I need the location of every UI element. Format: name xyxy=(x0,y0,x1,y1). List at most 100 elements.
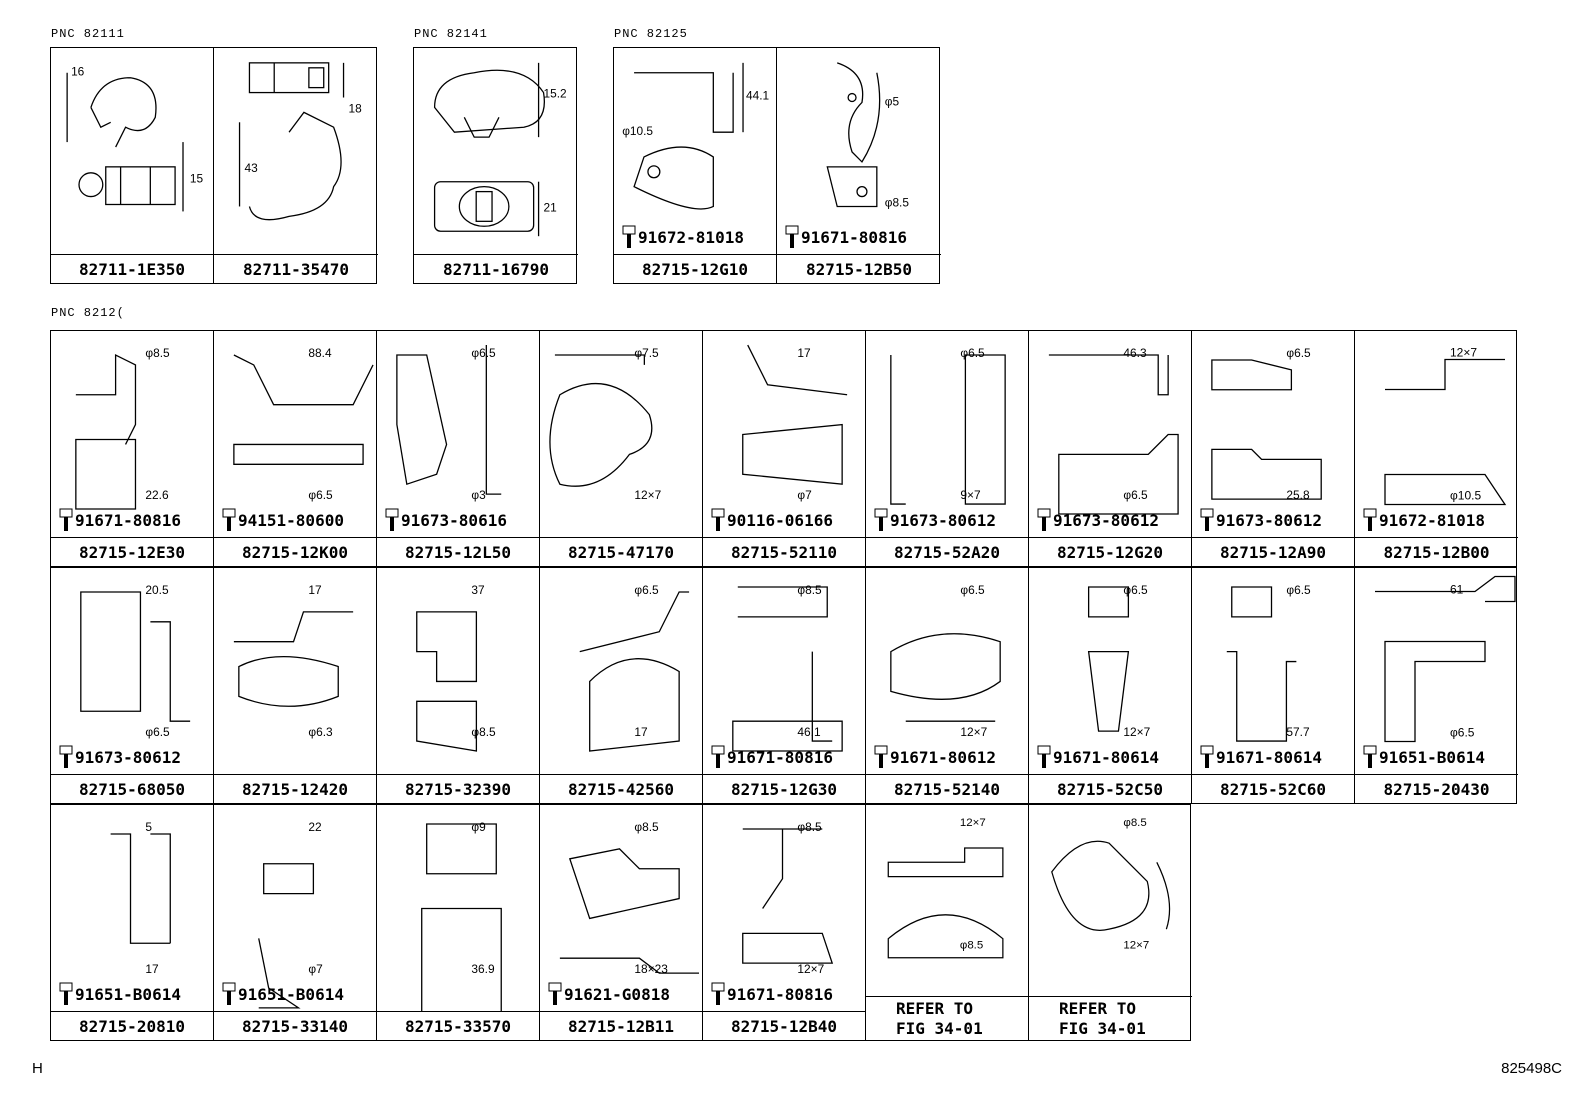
dim-label: 88.4 xyxy=(308,346,332,360)
dim-label: φ6.5 xyxy=(471,346,496,360)
part-number: 82715-12G20 xyxy=(1029,537,1191,566)
bolt-callout: 91673-80612 xyxy=(1037,508,1159,532)
part-number: 82715-52A20 xyxy=(866,537,1028,566)
bolt-callout: 91672-81018 xyxy=(1363,508,1485,532)
part-cell[interactable]: φ5 φ8.5 91671-80816 82715-12B50 xyxy=(777,48,941,283)
bolt-number: 91673-80616 xyxy=(401,510,507,530)
dim-label: 61 xyxy=(1450,583,1464,597)
part-cell[interactable]: 44.1 φ10.5 91672-81018 82715-12G10 xyxy=(614,48,777,283)
dim-label: φ6.5 xyxy=(634,583,659,597)
bolt-icon xyxy=(59,745,73,768)
dim-label: φ8.5 xyxy=(1123,817,1146,829)
dim-label: 36.9 xyxy=(471,962,495,976)
part-cell[interactable]: 16 15 82711-1E350 xyxy=(51,48,214,283)
part-cell[interactable]: 15.2 21 82711-16790 xyxy=(414,48,578,283)
bolt-callout: 91651-B0614 xyxy=(222,982,344,1006)
bolt-callout: 94151-80600 xyxy=(222,508,344,532)
dim-label: φ8.5 xyxy=(885,195,910,209)
bolt-number: 94151-80600 xyxy=(238,510,344,530)
refer-line: REFER TO xyxy=(896,998,974,1018)
part-number: 82715-12B11 xyxy=(540,1011,702,1040)
part-number: 82715-12B40 xyxy=(703,1011,865,1040)
bolt-callout: 91673-80612 xyxy=(874,508,996,532)
part-drawing: φ5 φ8.5 xyxy=(777,48,941,255)
dim-label: 44.1 xyxy=(746,89,770,103)
part-drawing: 16 15 xyxy=(51,48,213,255)
part-cell[interactable]: 18 43 82711-35470 xyxy=(214,48,378,283)
bolt-callout: 91671-80816 xyxy=(59,508,181,532)
dim-label: 15 xyxy=(190,172,204,186)
part-group-82111: 16 15 82711-1E350 18 43 82711-35470 xyxy=(50,47,378,284)
dim-label: 15.2 xyxy=(544,87,567,101)
bolt-number: 91673-80612 xyxy=(1053,510,1159,530)
part-drawing: 61 φ6.5 xyxy=(1355,568,1518,775)
dim-label: 57.7 xyxy=(1286,725,1310,739)
dim-label: 12×7 xyxy=(960,817,986,829)
part-number: 82715-52C60 xyxy=(1192,774,1354,803)
part-number: 82715-68050 xyxy=(51,774,213,803)
dim-label: 12×7 xyxy=(960,725,987,739)
dim-label: 37 xyxy=(471,583,485,597)
bolt-icon xyxy=(622,225,636,248)
dim-label: φ6.5 xyxy=(1450,726,1475,740)
bolt-icon xyxy=(1037,508,1051,531)
dim-label: φ6.5 xyxy=(1286,583,1311,597)
pnc-label-82111: PNC 82111 xyxy=(51,27,125,41)
dim-label: φ8.5 xyxy=(145,346,170,360)
part-number: 82715-52110 xyxy=(703,537,865,566)
part-number: 82715-32390 xyxy=(377,774,539,803)
dim-label: φ6.5 xyxy=(1286,346,1311,360)
bolt-callout: 91671-80614 xyxy=(1037,745,1159,769)
bolt-icon xyxy=(1200,745,1214,768)
bolt-icon xyxy=(59,982,73,1005)
bolt-callout: 91671-80816 xyxy=(785,225,907,249)
dim-label: φ10.5 xyxy=(622,124,653,138)
footer-left: H xyxy=(32,1060,43,1077)
bolt-icon xyxy=(785,225,799,248)
dim-label: 18 xyxy=(348,101,362,115)
pnc-label-82141: PNC 82141 xyxy=(414,27,488,41)
bolt-number: 91651-B0614 xyxy=(238,984,344,1004)
bolt-icon xyxy=(874,745,888,768)
part-number: 82715-12B50 xyxy=(777,254,941,283)
dim-label: 12×7 xyxy=(634,488,661,502)
dim-label: φ6.5 xyxy=(145,725,170,739)
